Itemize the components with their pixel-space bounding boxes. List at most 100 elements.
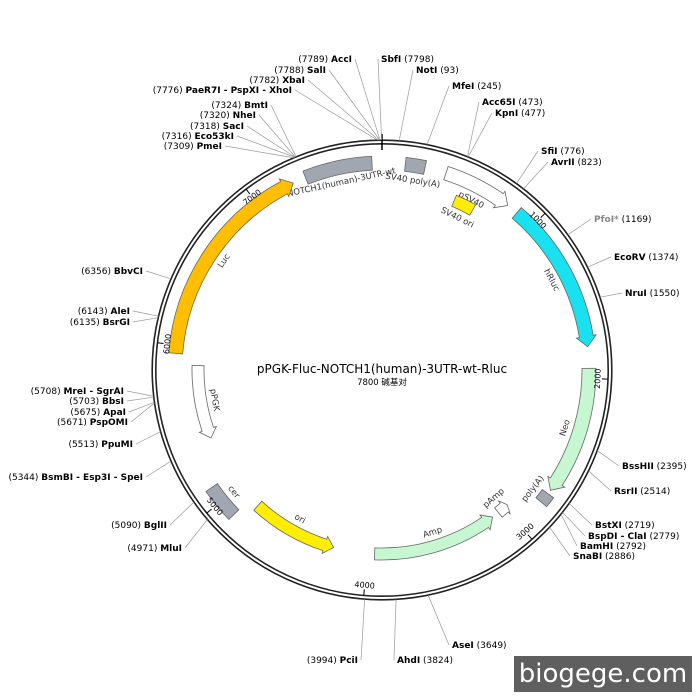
site-label-bbvci: (6356) BbvCI xyxy=(81,267,143,277)
feature-label: SV40 poly(A) xyxy=(385,172,441,191)
site-label-bglii: (5090) BglII xyxy=(111,521,167,531)
site-name: PaeR7I - PspXI - XhoI xyxy=(186,86,292,96)
site-position: (7789) xyxy=(298,55,331,65)
site-label-bamhi: BamHI (2792) xyxy=(580,542,646,552)
site-name: MluI xyxy=(160,544,182,554)
site-leader-line xyxy=(588,470,612,492)
site-label-pmei: (7309) PmeI xyxy=(164,142,222,152)
site-leader-line xyxy=(236,135,295,158)
site-label-pfoi: PfoI* (1169) xyxy=(594,215,652,225)
site-label-avrii: AvrII (823) xyxy=(551,158,602,168)
site-name: ApaI xyxy=(103,408,126,418)
site-position: (93) xyxy=(437,66,458,76)
site-name: BbsI xyxy=(102,397,124,407)
site-leader-line xyxy=(145,460,172,478)
site-label-eco53ki: (7316) Eco53kI xyxy=(162,132,234,142)
site-position: (2395) xyxy=(654,462,687,472)
site-label-bsmbi-esp3i-spei: (5344) BsmBI - Esp3I - SpeI xyxy=(8,473,143,483)
site-position: (7320) xyxy=(200,111,233,121)
feature-neo xyxy=(547,367,597,491)
site-position: (1169) xyxy=(619,215,652,225)
site-position: (5703) xyxy=(69,397,102,407)
site-position: (4971) xyxy=(127,544,160,554)
backbone-circle xyxy=(151,134,613,601)
site-name: MfeI xyxy=(452,82,474,92)
site-leader-line xyxy=(427,595,450,646)
site-leader-line xyxy=(549,527,571,557)
site-position: (477) xyxy=(518,109,545,119)
site-label-sali: (7788) SalI xyxy=(274,66,326,76)
site-position: (5708) xyxy=(31,387,64,397)
site-position: (6356) xyxy=(81,267,114,277)
feature-notch1-human-3utr-wt xyxy=(302,155,373,185)
site-label-ppumi: (5513) PpuMI xyxy=(68,440,133,450)
tick-mark xyxy=(157,342,164,344)
feature-luc xyxy=(168,178,294,355)
site-name: BmtI xyxy=(244,101,268,111)
site-label-bsrgi: (6135) BsrGI xyxy=(70,318,130,328)
tick-mark xyxy=(206,508,212,514)
site-leader-line xyxy=(130,402,155,423)
site-label-kpni: KpnI (477) xyxy=(495,109,545,119)
site-position: (2792) xyxy=(613,542,646,552)
site-label-rsrii: RsrII (2514) xyxy=(614,487,670,497)
site-position: (2886) xyxy=(602,552,635,562)
site-leader-line xyxy=(426,85,450,145)
site-position: (7324) xyxy=(211,101,244,111)
tick-label: 4000 xyxy=(354,580,375,591)
site-label-sbfi: SbfI (7798) xyxy=(381,55,434,65)
site-label-pspomi: (5671) PspOMI xyxy=(57,418,128,428)
plasmid-size: 7800 碱基对 xyxy=(357,377,407,388)
site-leader-line xyxy=(360,599,365,661)
site-position: (5344) xyxy=(8,473,41,483)
site-label-bspdi-clai: BspDI - ClaI (2779) xyxy=(588,532,679,542)
site-leader-line xyxy=(377,58,382,141)
site-name: NruI xyxy=(625,289,647,299)
site-position: (7316) xyxy=(162,132,195,142)
site-leader-line xyxy=(270,104,297,157)
site-position: (823) xyxy=(575,158,602,168)
site-name: PspOMI xyxy=(90,418,128,428)
site-leader-line xyxy=(569,503,593,526)
site-name: AvrII xyxy=(551,158,575,168)
site-name: BsrGI xyxy=(103,318,130,328)
site-name: AleI xyxy=(110,307,130,317)
site-position: (3649) xyxy=(474,641,507,651)
site-leader-line xyxy=(393,599,397,661)
site-leader-line xyxy=(467,112,493,157)
site-name: SfiI xyxy=(541,147,558,157)
site-name: EcoRV xyxy=(614,253,646,263)
site-name: XbaI xyxy=(282,76,305,86)
site-label-nrui: NruI (1550) xyxy=(625,289,680,299)
tick-mark xyxy=(245,189,251,195)
site-position: (3824) xyxy=(420,656,453,666)
site-position: (7798) xyxy=(401,55,434,65)
site-name: BamHI xyxy=(580,542,613,552)
site-name: BbvCI xyxy=(114,267,143,277)
site-position: (776) xyxy=(558,147,585,157)
site-label-bmti: (7324) BmtI xyxy=(211,101,268,111)
feature-label: ori xyxy=(292,512,307,526)
feature-ppgk xyxy=(191,364,218,439)
site-label-mfei: MfeI (245) xyxy=(452,82,501,92)
site-name: SbfI xyxy=(381,55,401,65)
site-leader-line xyxy=(135,431,161,445)
site-leader-line xyxy=(246,125,296,158)
site-name: Acc65I xyxy=(482,98,516,108)
site-label-apai: (5675) ApaI xyxy=(70,408,126,418)
feature-sv40-ori xyxy=(451,194,477,216)
site-leader-line xyxy=(600,292,623,298)
feature-label: Neo xyxy=(558,418,573,437)
site-leader-line xyxy=(258,114,296,158)
site-leader-line xyxy=(587,256,612,268)
site-name: KpnI xyxy=(495,109,518,119)
site-leader-line xyxy=(398,69,414,141)
site-label-xbai: (7782) XbaI xyxy=(249,76,305,86)
feature-sv40-poly-a xyxy=(404,156,427,175)
site-name: SnaBI xyxy=(573,552,602,562)
site-leader-line xyxy=(567,218,592,235)
site-name: SacI xyxy=(223,122,244,132)
tick-label: 2000 xyxy=(593,368,603,389)
site-name: BspDI - ClaI xyxy=(588,532,647,542)
